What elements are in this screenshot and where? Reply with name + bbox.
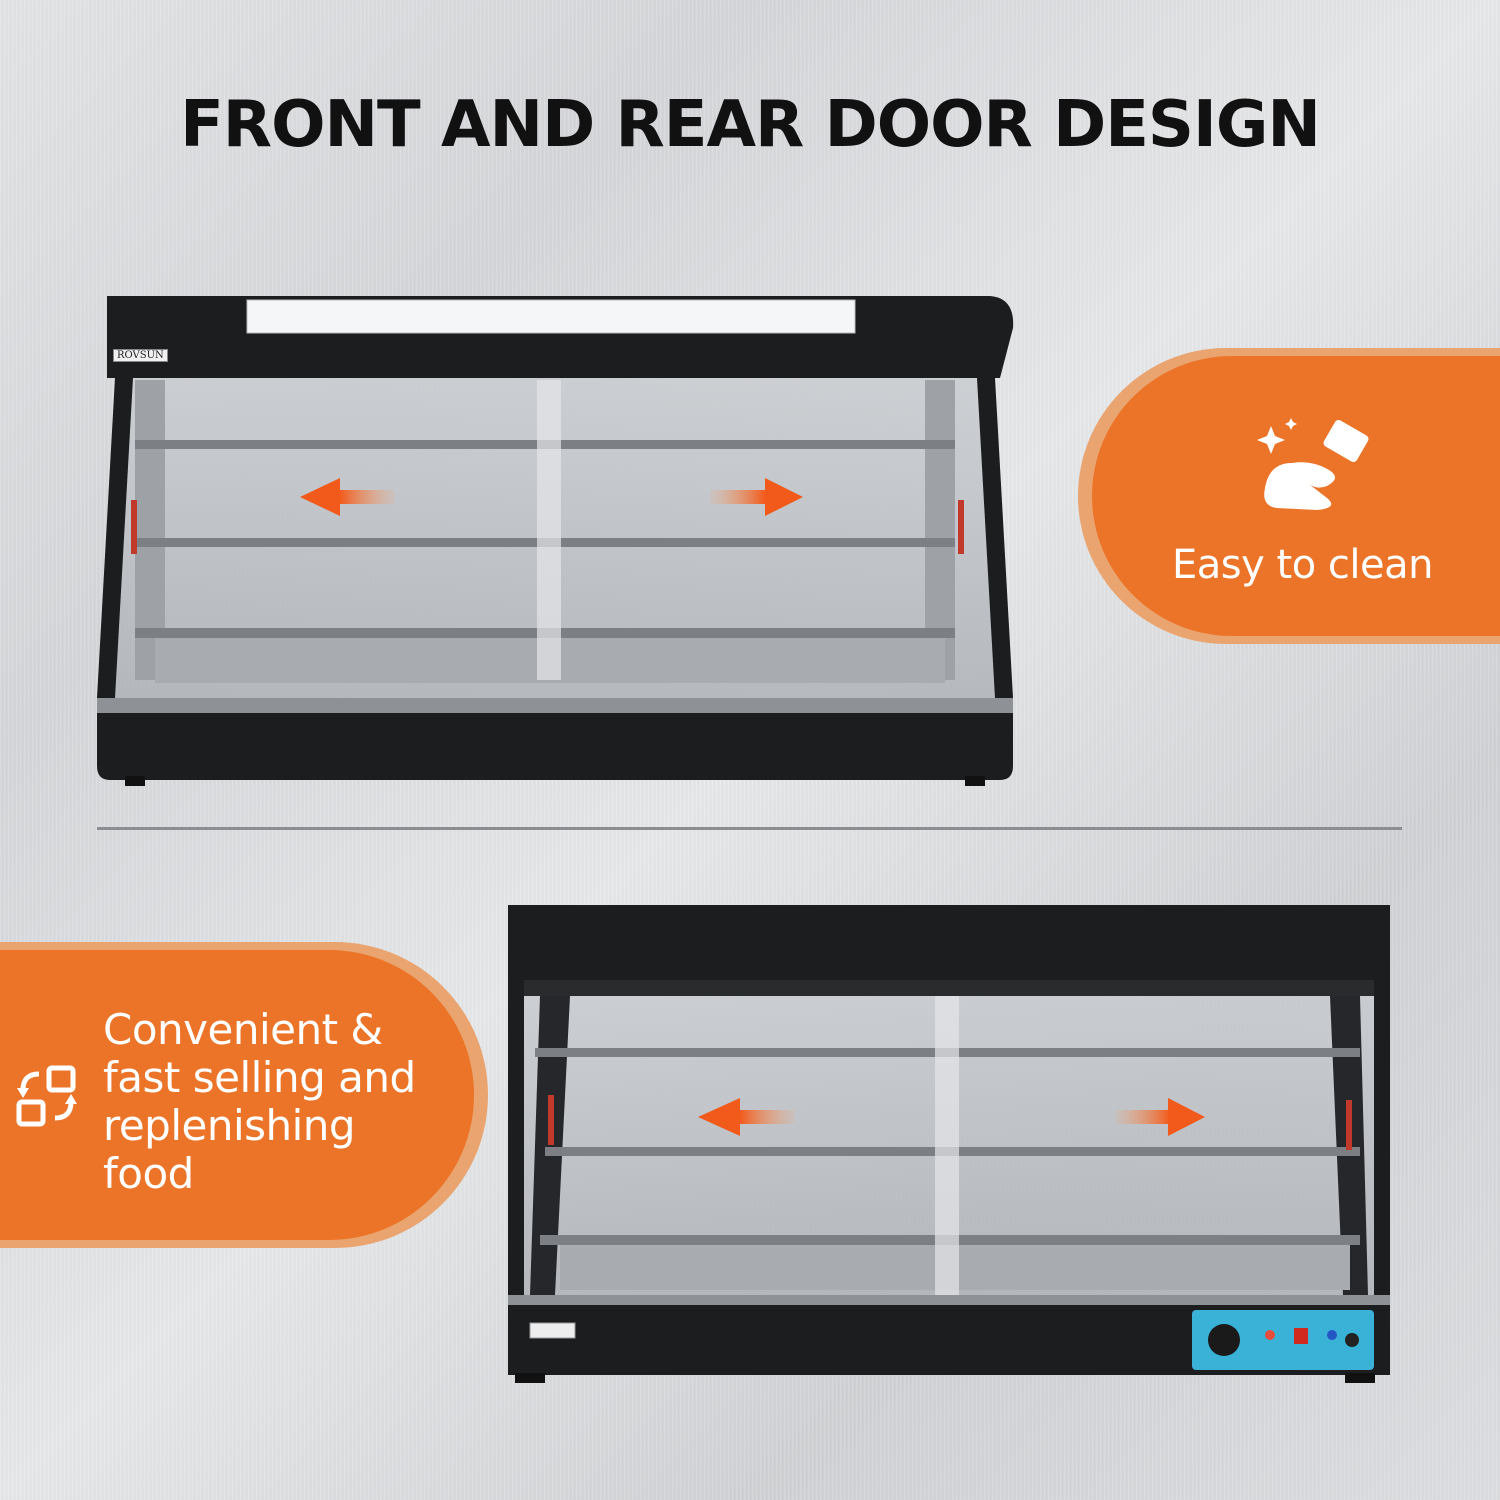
easy-to-clean-label: Easy to clean	[1172, 542, 1433, 588]
slide-right-arrow-icon	[710, 478, 803, 516]
refresh-swap-icon	[16, 1065, 77, 1127]
convenient-line-1: Convenient &	[103, 1005, 383, 1054]
section-divider	[97, 827, 1402, 830]
cleaning-hand-sparkle-icon	[1257, 418, 1369, 510]
control-panel	[1192, 1310, 1374, 1370]
convenient-line-2: fast selling and	[103, 1053, 416, 1102]
brand-label: ROVSUN	[113, 349, 168, 362]
convenient-line-3: replenishing	[103, 1101, 356, 1150]
slide-left-arrow-icon	[300, 478, 395, 516]
front-display-warmer	[97, 296, 1014, 786]
page-headline: FRONT AND REAR DOOR DESIGN	[180, 88, 1321, 162]
slide-left-arrow-icon	[698, 1098, 795, 1136]
easy-to-clean-badge: Easy to clean	[1078, 348, 1500, 644]
rear-display-warmer	[508, 905, 1390, 1383]
convenient-badge: Convenient & fast selling and replenishi…	[0, 942, 488, 1248]
slide-right-arrow-icon	[1115, 1098, 1205, 1136]
convenient-line-4: food	[103, 1149, 194, 1198]
temperature-knob-icon	[1208, 1324, 1240, 1356]
